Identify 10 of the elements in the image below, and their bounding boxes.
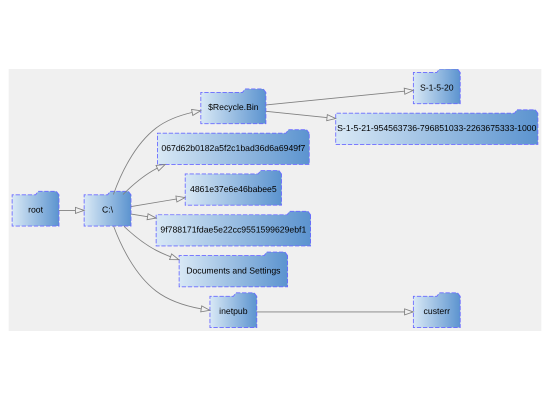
arrow [112, 108, 202, 195]
arrow [122, 164, 166, 195]
arrow [130, 195, 186, 208]
arrow [124, 226, 180, 260]
arrow [266, 88, 414, 106]
arrow [113, 226, 212, 312]
arrow [256, 308, 415, 316]
arrow [58, 206, 86, 214]
arrow [266, 110, 337, 122]
arrow [130, 213, 158, 220]
